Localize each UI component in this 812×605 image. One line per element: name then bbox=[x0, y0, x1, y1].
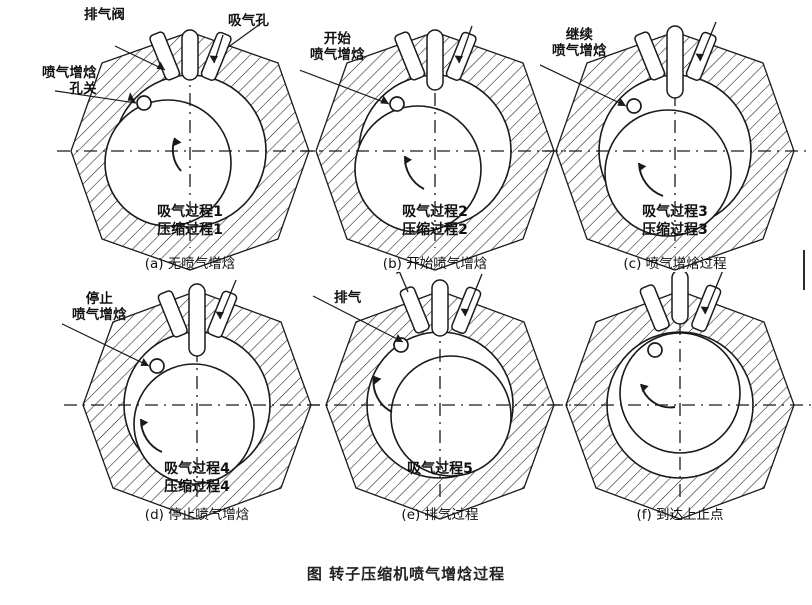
leader-line-discharge-valve bbox=[114, 45, 166, 71]
vane bbox=[666, 25, 684, 99]
panel-a-subcaption: (a) 无喷气增焓 bbox=[144, 256, 236, 272]
panel-d bbox=[62, 272, 332, 562]
vane bbox=[671, 272, 689, 325]
housing-outline bbox=[555, 31, 795, 271]
leader-line-suction-hole bbox=[226, 21, 264, 49]
panel-a-discharge-valve-label: 排气阀 bbox=[84, 7, 126, 23]
rotation-arrow bbox=[404, 155, 425, 190]
injection-port-circle bbox=[626, 98, 642, 114]
rotation-arrow bbox=[171, 137, 182, 172]
housing-outline bbox=[70, 31, 310, 271]
rotor-circle bbox=[604, 109, 732, 237]
rotor-circle bbox=[133, 363, 255, 485]
rotor-circle bbox=[104, 99, 232, 227]
suction-hole-port bbox=[451, 273, 483, 335]
vane bbox=[426, 29, 444, 91]
panel-a-suction-hole-label: 吸气孔 bbox=[228, 13, 270, 29]
panel-e-subcaption: (e) 排气过程 bbox=[401, 507, 479, 523]
discharge-valve-port bbox=[639, 284, 670, 332]
housing-outline bbox=[82, 290, 312, 520]
rotation-arrow bbox=[140, 418, 163, 453]
edge-artifact-mark bbox=[803, 250, 805, 290]
suction-hole-port bbox=[685, 21, 717, 81]
suction-hole-port bbox=[691, 272, 723, 333]
panel-b-diagram bbox=[300, 25, 568, 271]
leader-line-exhaust bbox=[312, 295, 404, 343]
injection-port-circle bbox=[647, 342, 663, 358]
panel-f-subcaption: (f) 到达上止点 bbox=[636, 507, 724, 523]
panel-b-subcaption: (b) 开始喷气增焓 bbox=[382, 256, 488, 272]
rotor-circle bbox=[354, 105, 482, 233]
panel-a-process-lines: 吸气过程1 压缩过程1 bbox=[157, 204, 223, 239]
panel-e-exhaust-label: 排气 bbox=[334, 290, 362, 306]
suction-hole-port bbox=[200, 31, 232, 81]
discharge-valve-port bbox=[396, 272, 430, 334]
panel-d-stop-injection-label: 停止 喷气增焓 bbox=[72, 291, 127, 323]
rotation-arrow bbox=[372, 375, 393, 413]
panel-c-continue-injection-label: 继续 喷气增焓 bbox=[552, 27, 607, 59]
rotation-arrow bbox=[638, 162, 664, 197]
panel-e-diagram bbox=[307, 272, 573, 520]
injection-port-circle bbox=[136, 95, 152, 111]
panel-e bbox=[305, 272, 575, 562]
figure-caption: 图 转子压缩机喷气增焓过程 bbox=[306, 565, 506, 583]
vane bbox=[431, 279, 449, 337]
discharge-valve-port bbox=[634, 31, 666, 81]
panel-a-injection-port-closed-label: 喷气增焓 孔关 bbox=[42, 65, 97, 97]
suction-hole-port bbox=[207, 279, 238, 339]
housing-outline bbox=[325, 290, 555, 520]
panel-c-subcaption: (c) 喷气增焓过程 bbox=[623, 256, 727, 272]
rotation-arrow bbox=[640, 383, 676, 409]
leader-line-start-injection bbox=[300, 69, 390, 105]
vane bbox=[188, 283, 206, 357]
injection-port-circle bbox=[389, 96, 405, 112]
panel-a-diagram bbox=[55, 21, 323, 271]
housing-outline bbox=[315, 31, 555, 271]
discharge-valve-port bbox=[157, 290, 188, 338]
panel-f bbox=[545, 272, 812, 562]
rotor-circle bbox=[390, 355, 512, 477]
panel-a bbox=[55, 8, 325, 298]
leader-line-stop-injection bbox=[62, 323, 150, 367]
panel-b bbox=[300, 8, 570, 298]
vane bbox=[181, 29, 199, 81]
panel-c-process-lines: 吸气过程3 压缩过程3 bbox=[642, 204, 708, 239]
discharge-valve-port bbox=[149, 31, 181, 81]
panel-c-diagram bbox=[540, 21, 808, 271]
leader-line-continue-injection bbox=[540, 64, 627, 107]
panel-c bbox=[540, 8, 810, 298]
panel-d-process-lines: 吸气过程4 压缩过程4 bbox=[164, 461, 230, 496]
panel-f-diagram bbox=[547, 272, 812, 520]
panel-d-subcaption: (d) 停止喷气增焓 bbox=[144, 507, 250, 523]
injection-port-circle bbox=[149, 358, 165, 374]
housing-outline bbox=[565, 290, 795, 520]
panel-e-process-lines: 吸气过程5 bbox=[407, 461, 473, 477]
panel-b-start-injection-label: 开始 喷气增焓 bbox=[310, 31, 365, 63]
panel-b-process-lines: 吸气过程2 压缩过程2 bbox=[402, 204, 468, 239]
panel-d-diagram bbox=[62, 279, 330, 520]
discharge-valve-port bbox=[394, 31, 426, 81]
leader-line-injection-port bbox=[55, 90, 137, 104]
suction-hole-port bbox=[445, 25, 477, 81]
